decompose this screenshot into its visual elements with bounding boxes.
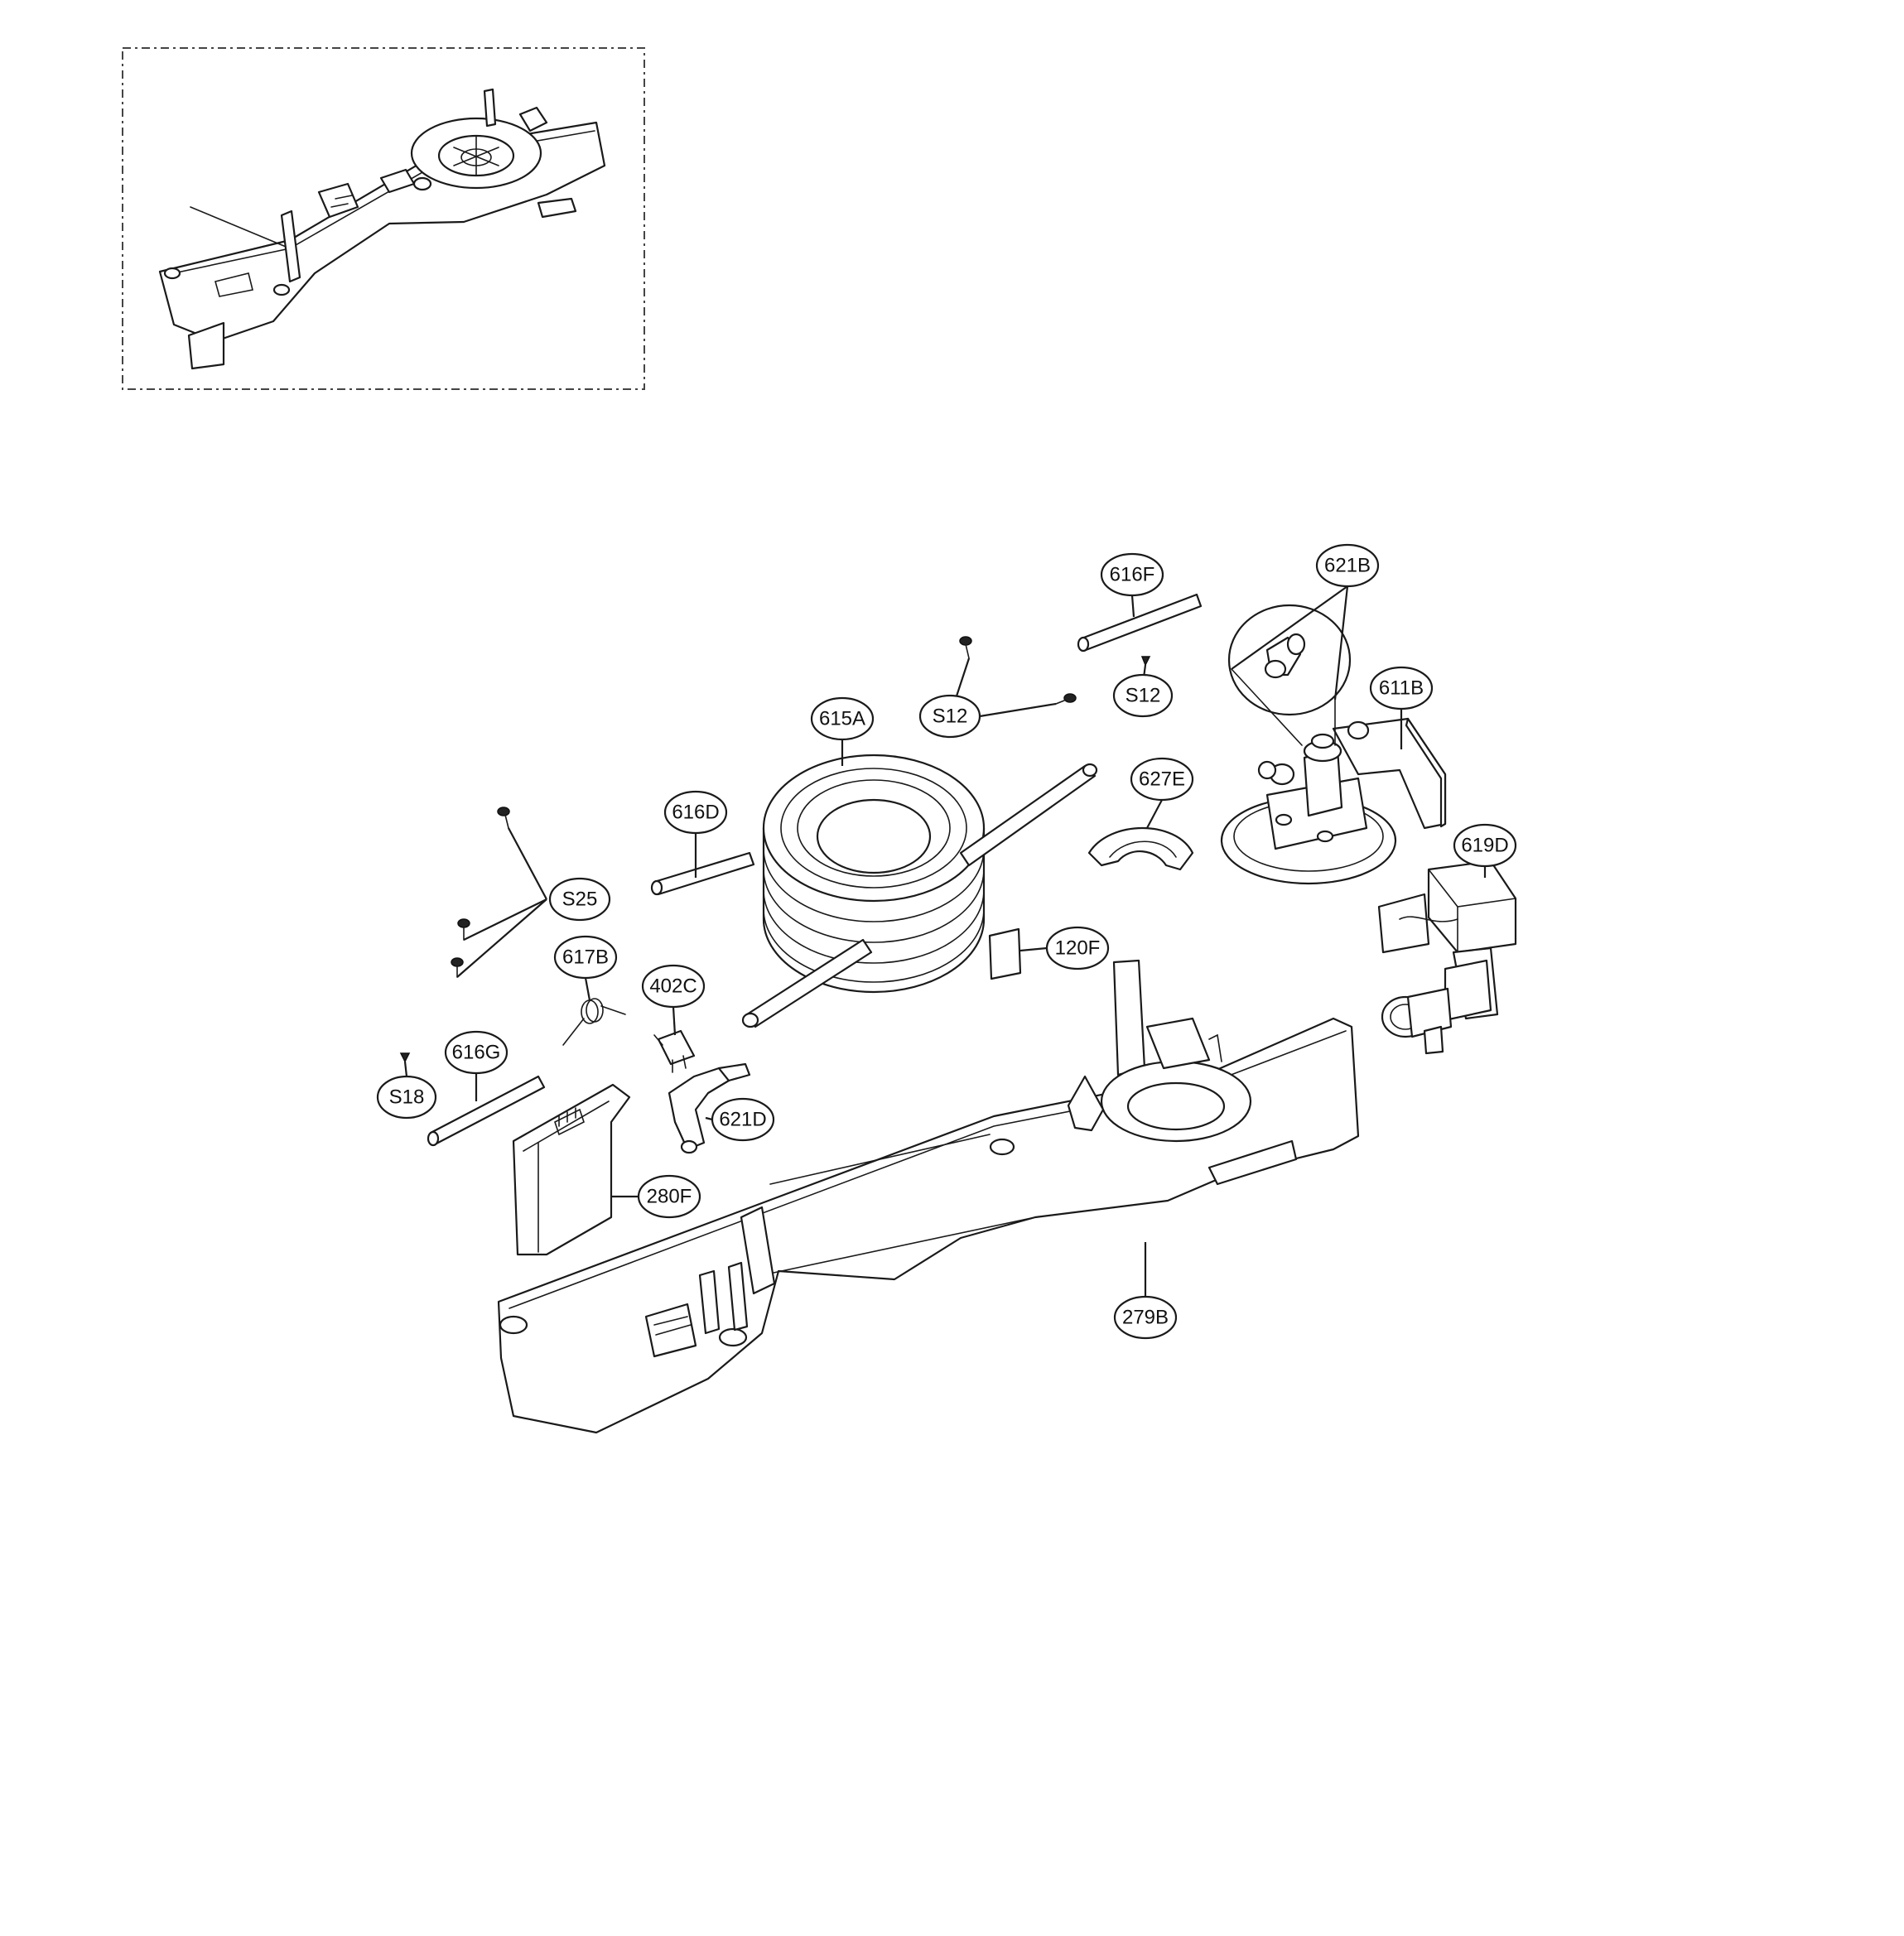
water-valve-619D (1377, 860, 1517, 1055)
inset-dispenser-housing (158, 88, 606, 370)
valve-assembly-611B (1220, 717, 1447, 885)
detail-621B (1227, 604, 1352, 746)
screw-s25-a (497, 807, 510, 829)
screw-s12-c (1140, 656, 1151, 667)
callout-S12-a: S12 (918, 694, 981, 739)
callout-617B: 617B (553, 935, 618, 980)
water-tank-coil-615A (741, 754, 1098, 1028)
assembly-inset (122, 47, 645, 390)
callout-627E: 627E (1130, 757, 1194, 802)
screw-s12-b (1055, 693, 1077, 705)
callout-615A: 615A (810, 696, 875, 741)
dispenser-housing-279B (497, 959, 1360, 1434)
tube-616F (1080, 593, 1203, 652)
callout-S25: S25 (548, 877, 611, 922)
connector-621D (668, 1062, 751, 1154)
callout-616F: 616F (1100, 552, 1164, 597)
callout-621B: 621B (1315, 543, 1380, 588)
callout-S12-b: S12 (1112, 673, 1174, 718)
callout-279B: 279B (1113, 1295, 1178, 1340)
callout-279B-text: 279B (1122, 1307, 1169, 1329)
callout-S25-text: S25 (562, 889, 598, 911)
callout-619D: 619D (1453, 823, 1517, 868)
callout-402C-text: 402C (649, 975, 697, 998)
callout-616G: 616G (444, 1030, 509, 1075)
inset-frame (122, 47, 645, 390)
callout-S12-a-text: S12 (933, 706, 968, 728)
callout-616F-text: 616F (1110, 564, 1155, 586)
screw-s25-b (457, 918, 470, 941)
callout-120F: 120F (1045, 926, 1110, 970)
callout-280F: 280F (637, 1174, 701, 1219)
tube-616F-end (1077, 636, 1090, 653)
callout-611B: 611B (1369, 666, 1434, 710)
callout-611B-text: 611B (1379, 677, 1424, 700)
callout-120F-text: 120F (1055, 937, 1101, 960)
callout-627E-text: 627E (1139, 768, 1185, 791)
callout-621B-text: 621B (1324, 555, 1371, 577)
tube-616D-end (650, 879, 663, 896)
tube-616D (653, 851, 755, 896)
callout-S18: S18 (376, 1075, 437, 1120)
callout-616G-text: 616G (452, 1042, 501, 1064)
callout-621D: 621D (711, 1097, 775, 1142)
callout-616D-text: 616D (672, 802, 719, 824)
callout-402C: 402C (641, 964, 706, 1009)
callout-617B-text: 617B (562, 946, 609, 969)
callout-615A-text: 615A (819, 708, 865, 730)
tube-616G-end (427, 1130, 440, 1147)
callout-616D: 616D (663, 790, 728, 835)
screw-s25-c (451, 957, 464, 978)
callout-S18-text: S18 (389, 1086, 425, 1109)
label-120F (988, 927, 1022, 980)
callout-619D-text: 619D (1461, 835, 1508, 857)
screw-s18 (399, 1052, 411, 1063)
callout-S12-b-text: S12 (1126, 685, 1161, 707)
bracket-627E (1087, 826, 1194, 871)
callout-280F-text: 280F (647, 1186, 692, 1208)
screw-s12-a (959, 636, 972, 659)
spring-617B (562, 998, 626, 1046)
callout-621D-text: 621D (719, 1109, 766, 1131)
cover-280F (512, 1083, 631, 1256)
switch-402C (653, 1029, 696, 1073)
